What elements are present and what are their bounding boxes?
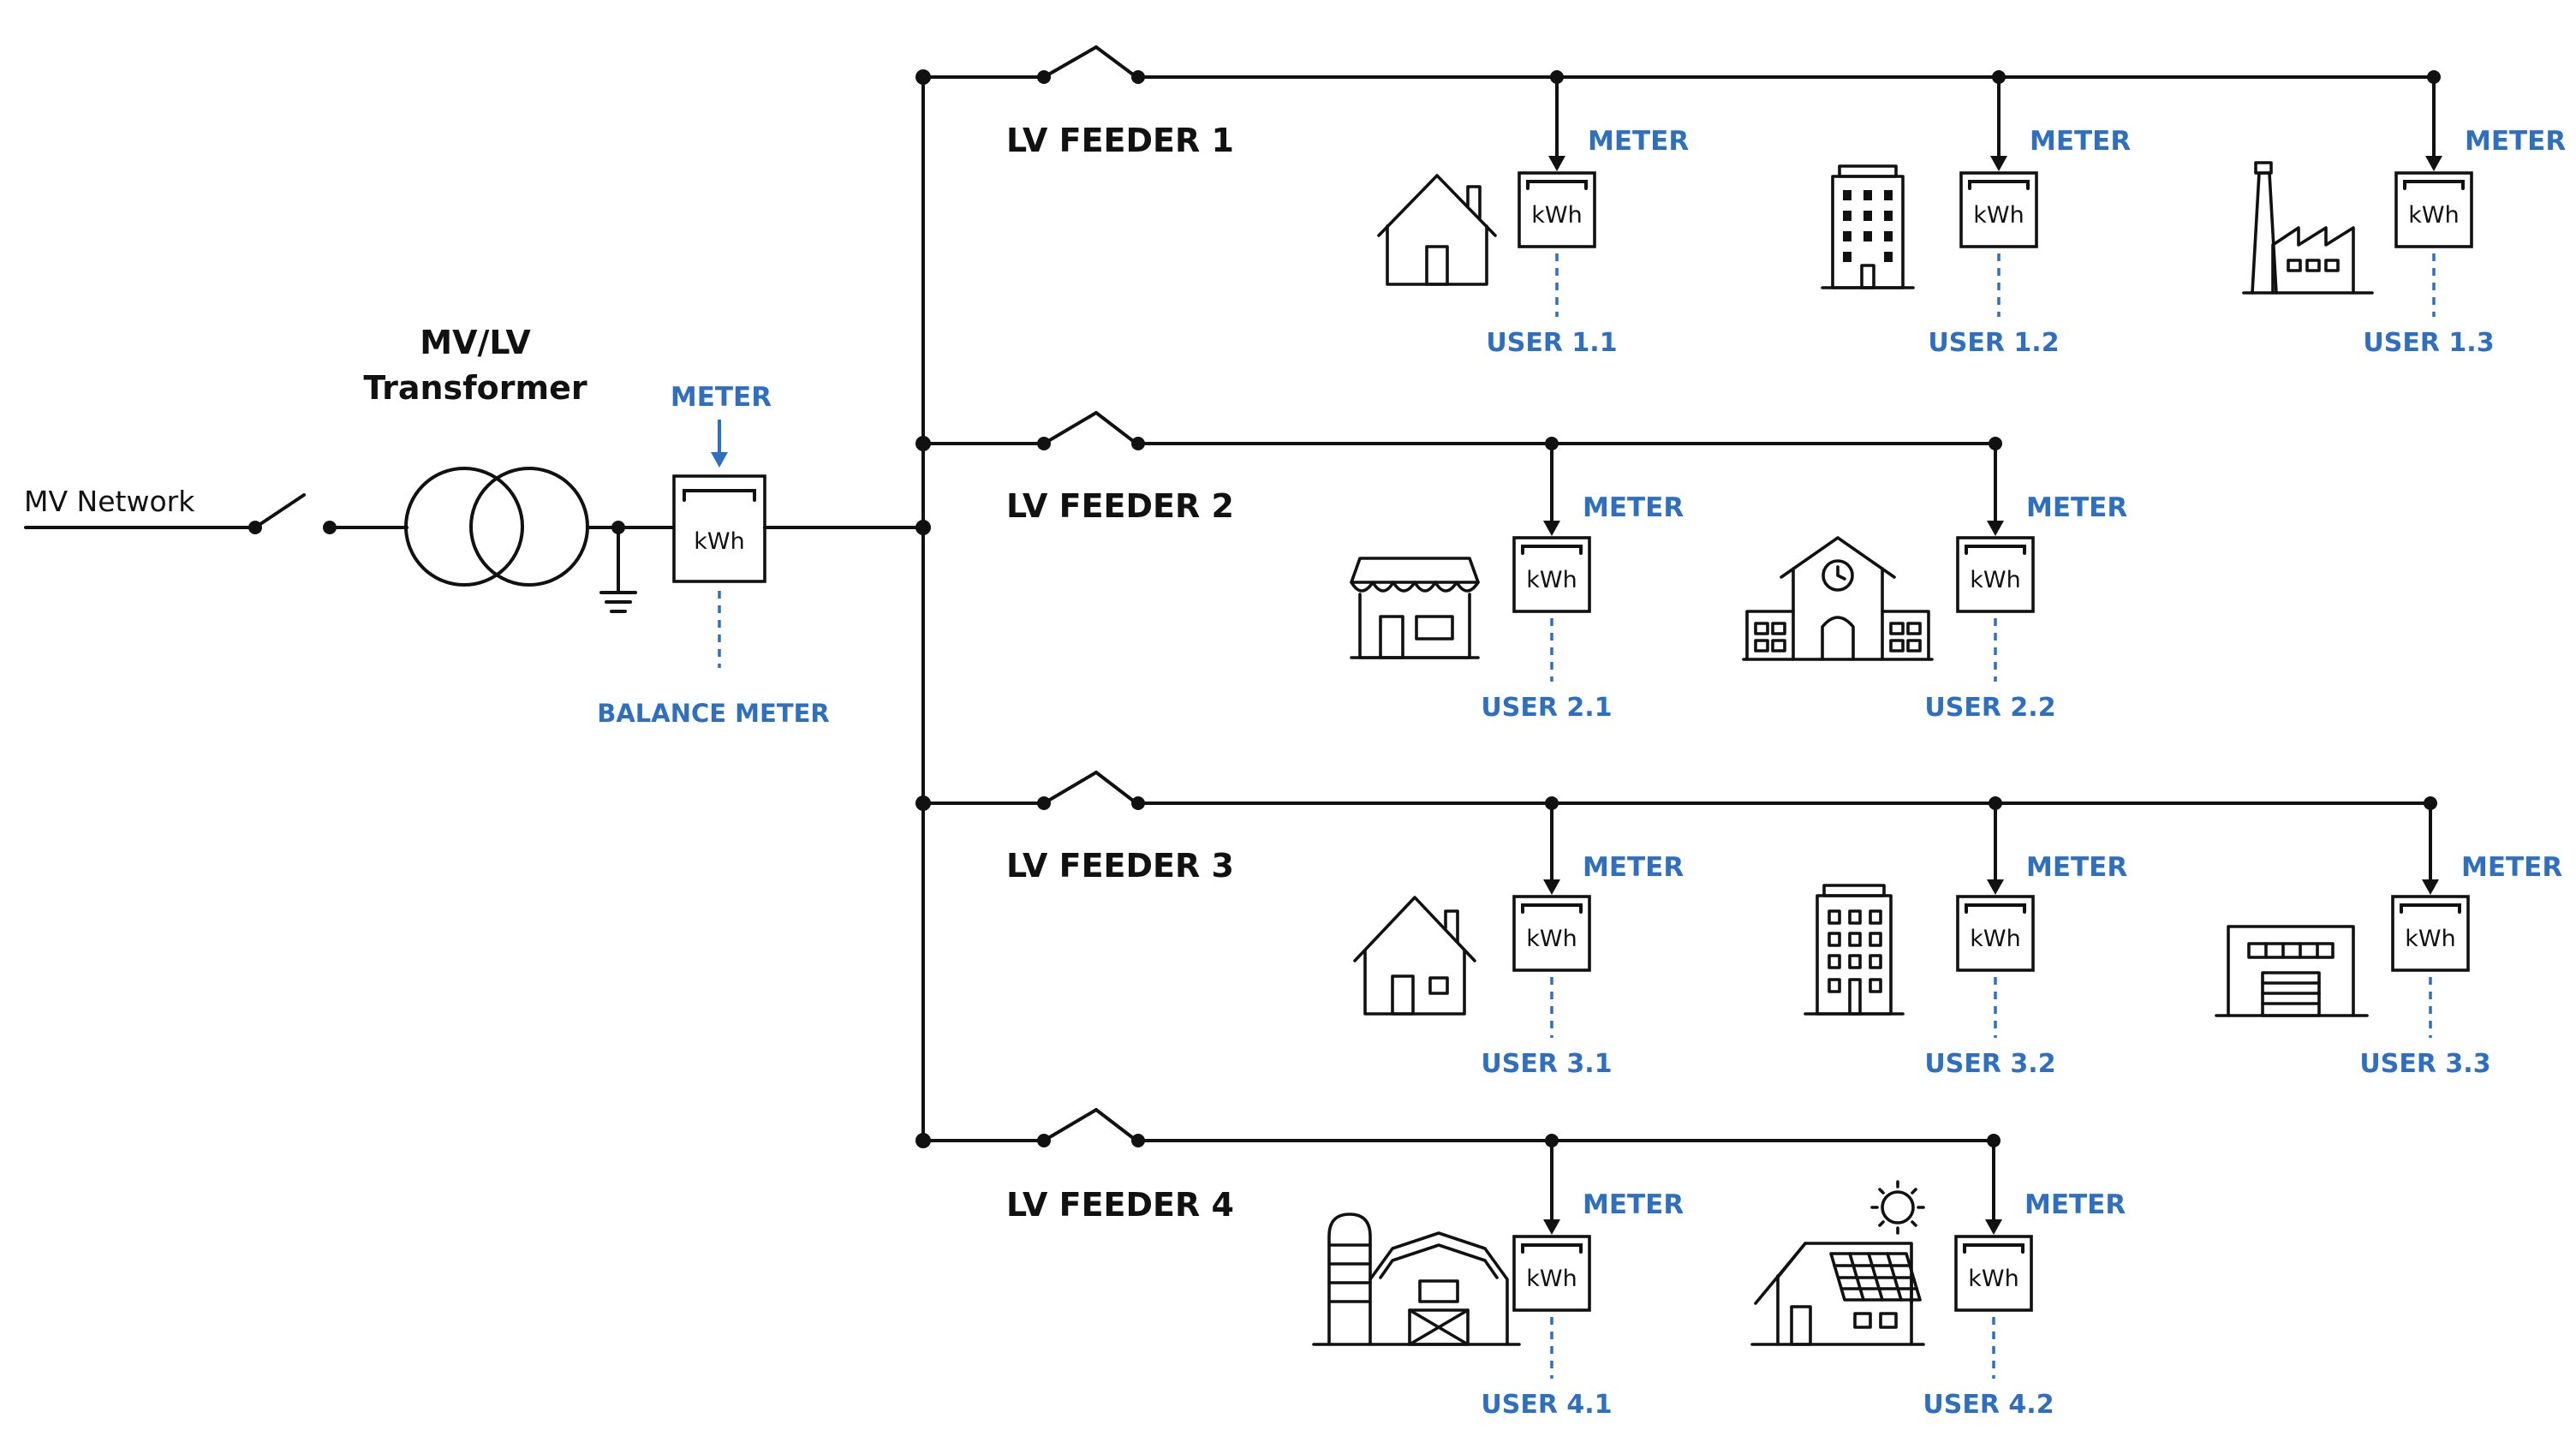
feeder-3-label: LV FEEDER 3	[1006, 847, 1234, 885]
warehouse-icon	[2215, 925, 2369, 1017]
meter-unit: kWh	[1531, 202, 1582, 229]
kwh-meter-icon	[1956, 536, 2035, 613]
office-building-icon	[1821, 164, 1915, 289]
meter-label: METER	[2030, 126, 2131, 157]
meter-unit: kWh	[1973, 202, 2024, 229]
meter-label: METER	[2461, 852, 2562, 883]
arrow-down-icon	[1548, 156, 1565, 171]
factory-icon	[2242, 161, 2374, 295]
kwh-meter-icon	[2391, 895, 2470, 972]
kwh-meter-icon	[1954, 1235, 2033, 1312]
lv-feeder-1: LV FEEDER 1	[915, 45, 2436, 159]
feeder-1-switch-icon	[1042, 45, 1098, 79]
ground-icon	[599, 526, 637, 613]
feeder-1-label: LV FEEDER 1	[1006, 122, 1234, 159]
meter-label: METER	[2026, 492, 2127, 523]
meter-unit: kWh	[2405, 926, 2455, 952]
user-label: USER 2.1	[1481, 693, 1612, 723]
balance-meter: METER kWh BALANCE METER	[597, 382, 830, 728]
kwh-meter-icon	[1518, 171, 1596, 248]
user-label: USER 3.3	[2359, 1049, 2490, 1079]
feeder-4-label: LV FEEDER 4	[1006, 1186, 1234, 1224]
solar-house-icon	[1750, 1180, 1925, 1346]
transformer-label-line2: Transformer	[363, 369, 587, 407]
mv-switch-blade	[253, 493, 306, 529]
kwh-meter-icon	[1512, 536, 1591, 613]
balance-meter-label: METER	[671, 382, 772, 413]
user-label: USER 4.2	[1923, 1390, 2054, 1420]
balance-meter-arrow	[711, 452, 728, 468]
arrow-down-icon	[1985, 1219, 2002, 1235]
kwh-meter-icon	[1512, 1235, 1591, 1312]
transformer-label-line1: MV/LV	[420, 324, 531, 361]
busbar-node	[915, 520, 931, 535]
arrow-down-icon	[1543, 1219, 1560, 1235]
meter-unit: kWh	[2408, 202, 2459, 229]
arrow-down-icon	[2425, 156, 2442, 171]
arrow-down-icon	[1543, 521, 1560, 536]
meter-label: METER	[1588, 126, 1689, 157]
arrow-down-icon	[1543, 879, 1560, 895]
lv-feeder-3: LV FEEDER 3	[915, 771, 2432, 885]
meter-label: METER	[2026, 852, 2127, 883]
arrow-down-icon	[2422, 879, 2439, 895]
balance-meter-caption: BALANCE METER	[597, 699, 830, 728]
kwh-meter-icon	[1956, 895, 2035, 972]
feeder-3-switch-icon	[1042, 771, 1098, 805]
mv-network-label: MV Network	[24, 485, 195, 518]
arrow-down-icon	[1987, 521, 2004, 536]
mv-section: MV Network MV/LV Transformer METER	[24, 324, 925, 728]
school-icon	[1742, 536, 1934, 661]
house-icon	[1353, 896, 1476, 1016]
meter-unit: kWh	[1526, 567, 1577, 593]
kwh-meter-icon	[1959, 171, 2038, 248]
user-label: USER 3.1	[1481, 1049, 1612, 1079]
feeder-2-switch-icon	[1042, 411, 1098, 445]
farm-barn-icon	[1312, 1213, 1521, 1346]
meter-unit: kWh	[1526, 926, 1577, 952]
meter-unit: kWh	[1526, 1266, 1577, 1292]
user-label: USER 1.2	[1928, 328, 2059, 358]
user-label: USER 3.2	[1924, 1049, 2055, 1079]
meter-unit: kWh	[1970, 567, 2020, 593]
transformer-icon	[404, 467, 589, 587]
kwh-meter-icon	[1512, 895, 1591, 972]
meter-label: METER	[2024, 1189, 2126, 1220]
meter-unit: kWh	[1970, 926, 2020, 952]
user-label: USER 4.1	[1481, 1390, 1612, 1420]
kwh-meter-icon	[2394, 171, 2473, 248]
arrow-down-icon	[1990, 156, 2007, 171]
user-label: USER 1.3	[2363, 328, 2494, 358]
meter-unit: kWh	[1968, 1266, 2018, 1292]
user-label: USER 1.1	[1486, 328, 1617, 358]
lv-feeder-2: LV FEEDER 2	[915, 411, 1997, 525]
feeder-4-switch-icon	[1042, 1108, 1098, 1142]
meter-label: METER	[1583, 492, 1684, 523]
user-label: USER 2.2	[1924, 693, 2055, 723]
balance-meter-unit: kWh	[694, 528, 744, 555]
house-icon	[1377, 174, 1497, 286]
arrow-down-icon	[1987, 879, 2004, 895]
meter-label: METER	[1583, 852, 1684, 883]
feeder-2-label: LV FEEDER 2	[1006, 487, 1234, 525]
meter-label: METER	[1583, 1189, 1684, 1220]
shop-icon	[1350, 557, 1480, 659]
apartment-building-icon	[1804, 884, 1905, 1016]
meter-label: METER	[2465, 126, 2566, 157]
lv-feeder-4: LV FEEDER 4	[915, 1108, 1995, 1224]
